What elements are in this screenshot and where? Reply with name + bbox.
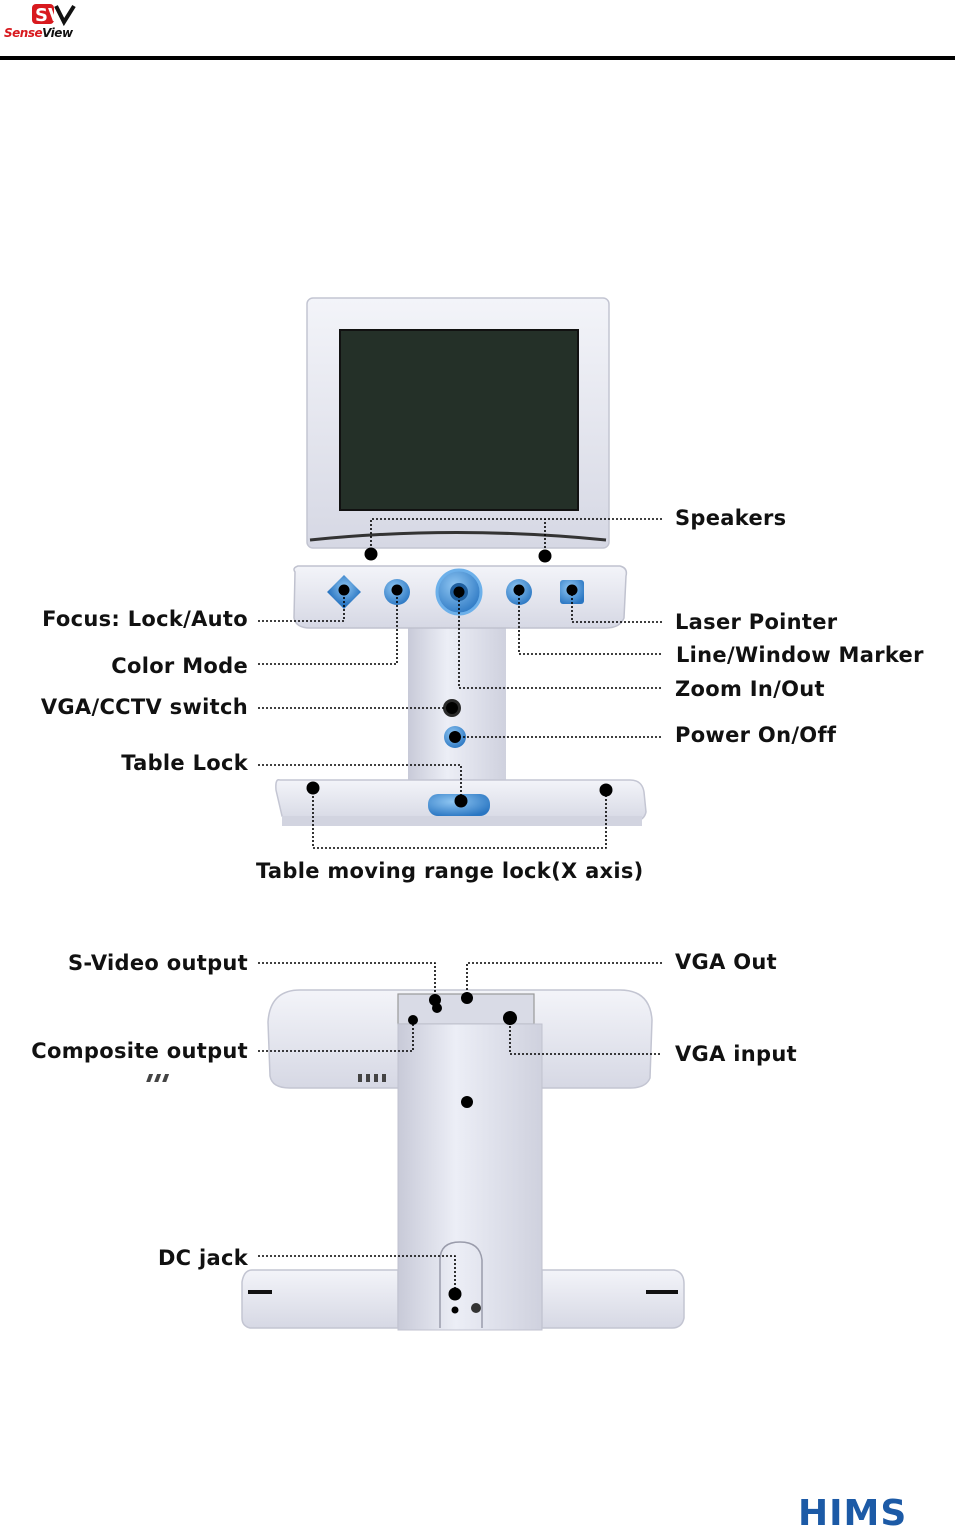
front-view xyxy=(258,298,662,848)
label-vga-cctv-switch: VGA/CCTV switch xyxy=(41,695,248,719)
label-speakers: Speakers xyxy=(675,506,786,530)
back-base-left xyxy=(242,1270,398,1328)
label-s-video-output: S-Video output xyxy=(68,951,248,975)
label-table-range-lock: Table moving range lock(X axis) xyxy=(256,859,644,883)
back-port-circle xyxy=(471,1303,481,1313)
label-dc-jack: DC jack xyxy=(158,1246,248,1270)
label-zoom: Zoom In/Out xyxy=(675,677,825,701)
base-slot-left xyxy=(248,1290,272,1294)
label-composite-output: Composite output xyxy=(31,1039,248,1063)
label-vga-out: VGA Out xyxy=(675,950,777,974)
back-view xyxy=(146,963,684,1330)
label-focus: Focus: Lock/Auto xyxy=(42,607,248,631)
back-pole xyxy=(398,1024,542,1330)
label-color-mode: Color Mode xyxy=(111,654,248,678)
monitor-screen xyxy=(340,330,578,510)
label-laser-pointer: Laser Pointer xyxy=(675,610,837,634)
label-power: Power On/Off xyxy=(675,723,836,747)
label-line-window-marker: Line/Window Marker xyxy=(676,643,924,667)
label-vga-input: VGA input xyxy=(675,1042,797,1066)
base-slot-right xyxy=(646,1290,678,1294)
back-base-right xyxy=(542,1270,684,1328)
label-table-lock: Table Lock xyxy=(121,751,248,775)
hims-logo: HIMS xyxy=(798,1494,907,1534)
front-base-edge xyxy=(282,816,642,826)
